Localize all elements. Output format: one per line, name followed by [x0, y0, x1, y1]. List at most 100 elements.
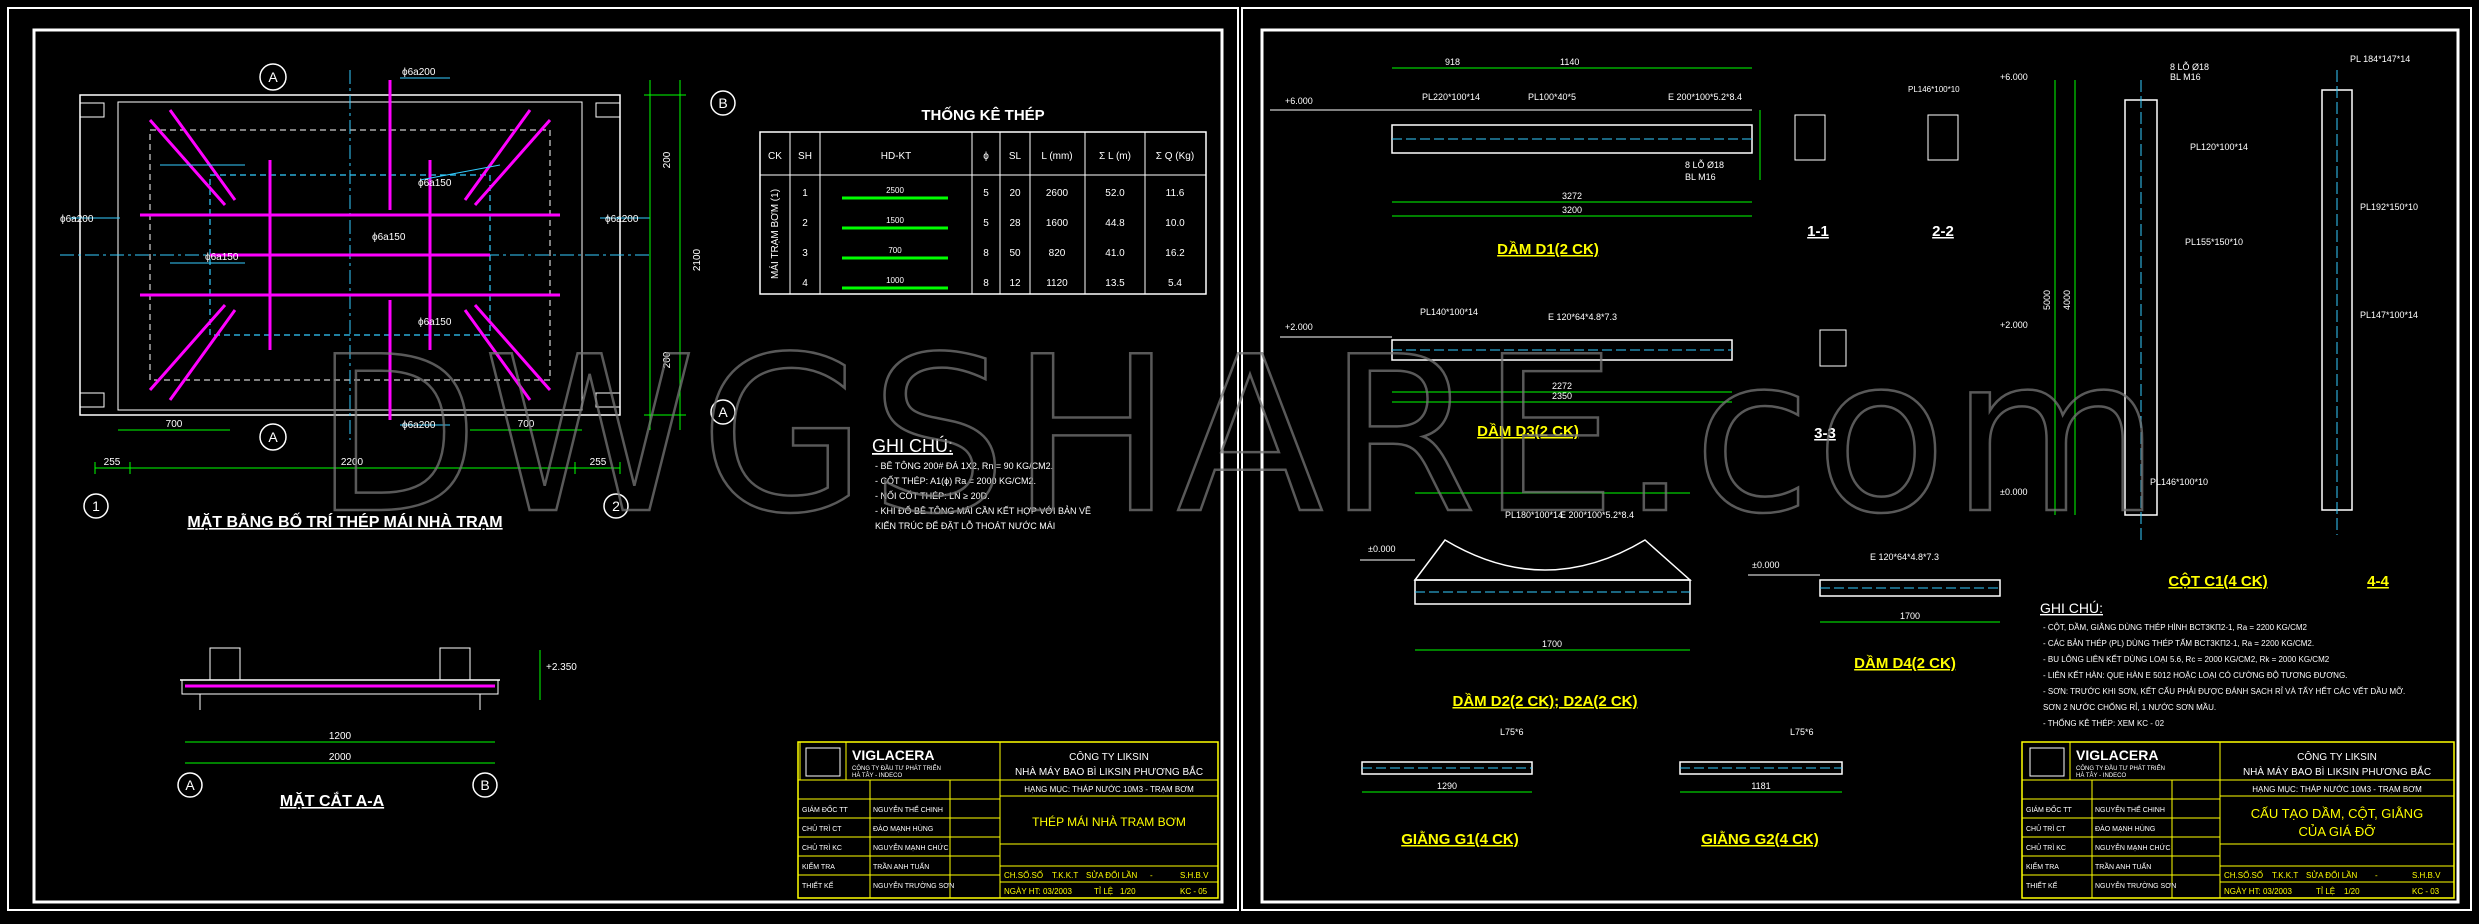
left-role: KIỂM TRA [802, 862, 835, 871]
right-role: CHỦ TRÌ KC [2026, 843, 2066, 852]
g1-dim-1290: 1290 [1437, 781, 1457, 791]
s44-label-pl147: PL147*100*14 [2360, 310, 2418, 320]
left-role: THIẾT KẾ [802, 880, 834, 890]
left-notes-title: GHI CHÚ: [872, 435, 953, 456]
brace-g2-title: GIẰNG G2(4 CK) [1701, 830, 1819, 848]
d2-label-pl180: PL180*100*14 [1505, 510, 1563, 520]
table-cell-sl: 50 [1009, 248, 1021, 259]
d3-dim-2350: 2350 [1552, 391, 1572, 401]
right-company: CÔNG TY LIKSIN [2297, 750, 2377, 763]
rebar-label: ϕ6a150 [418, 317, 452, 328]
left-sheet-inner-frame [32, 28, 1224, 904]
left-company: CÔNG TY LIKSIN [1069, 750, 1149, 763]
table-cell-sl_m: 13.5 [1105, 278, 1125, 289]
table-cell-sl_m: 52.0 [1105, 188, 1125, 199]
d4-elevation: ±0.000 [1752, 560, 1779, 570]
d2-label-e200: E 200*100*5.2*8.4 [1560, 510, 1634, 520]
grid-marker-2: 2 [612, 498, 620, 514]
d3-elevation: +2.000 [1285, 322, 1313, 332]
column-c1: 5000 4000 PL120*100*14 PL155*150*10 PL14… [2000, 61, 2268, 590]
d2-elevation: ±0.000 [1368, 544, 1395, 554]
section-marker-a-bottom: A [268, 429, 278, 445]
left-item: HẠNG MỤC: THÁP NƯỚC 10M3 - TRẠM BƠM [1024, 785, 1194, 794]
table-group-label: MÁI TRẠM BƠM (1) [768, 189, 781, 279]
left-role: GIÁM ĐỐC TT [802, 804, 848, 814]
beam-d3-title: DẦM D3(2 CK) [1477, 423, 1579, 440]
left-notes: GHI CHÚ: - BÊ TÔNG 200# ĐÁ 1X2, Rn = 90 … [872, 435, 1091, 531]
table-cell-hd: 2500 [886, 186, 904, 195]
left-brand-sub2: HÀ TÂY - INDECO [852, 772, 902, 779]
right-note-line: - BU LÔNG LIÊN KẾT DÙNG LOẠI 5.6, Rc = 2… [2043, 654, 2330, 664]
right-name: TRẦN ANH TUẤN [2095, 861, 2151, 871]
left-rev: SỬA ĐỔI LẦN [1086, 870, 1138, 880]
c1-label-holes: 8 LỖ Ø18 [2170, 61, 2209, 72]
d1-dim-1140: 1140 [1560, 57, 1579, 67]
right-note-line: - CỘT, DẦM, GIẰNG DÙNG THÉP HÌNH BCT3KП2… [2043, 622, 2308, 632]
beam-d3: 2272 2350 PL140*100*14 E 120*64*4.8*7.3 … [1280, 307, 1847, 442]
table-cell-sh: 2 [802, 218, 808, 229]
grid-marker-a: A [718, 404, 728, 420]
d3-dim-2272: 2272 [1552, 381, 1572, 391]
table-cell-l: 820 [1049, 248, 1066, 259]
c1-label-pl246: PL146*100*10 [2150, 477, 2208, 487]
right-note-line: - LIÊN KẾT HÀN: QUE HÀN E 5012 HOẶC LOẠI… [2043, 670, 2347, 680]
right-sheet-inner-frame [1260, 28, 2460, 904]
left-ch-label: CH.SỐ.SỐ [1004, 870, 1043, 880]
table-cell-q: 10.0 [1165, 218, 1185, 229]
table-cell-l: 1120 [1046, 278, 1068, 289]
right-note-line: - THỐNG KÊ THÉP: XEM KC - 02 [2043, 718, 2165, 728]
section-1-1-title: 1-1 [1807, 223, 1829, 240]
beam-d4-title: DẦM D4(2 CK) [1854, 655, 1956, 672]
right-name: NGUYỄN MẠNH CHỨC [2095, 843, 2171, 852]
right-name: NGUYỄN TRƯỜNG SƠN [2095, 881, 2176, 890]
right-sheet-outer-frame [1241, 7, 2472, 911]
right-brand: VIGLACERA [2076, 747, 2158, 763]
table-cell-sl: 28 [1009, 218, 1021, 229]
brace-g1-title: GIẰNG G1(4 CK) [1401, 830, 1519, 848]
left-shbv: S.H.B.V [1180, 871, 1209, 880]
dim-2100: 2100 [692, 248, 703, 271]
right-notes-title: GHI CHÚ: [2040, 600, 2103, 616]
dim-700-left: 700 [166, 419, 183, 430]
table-header-sum-q: Σ Q (Kg) [1156, 151, 1194, 162]
right-name: ĐÀO MẠNH HÙNG [2095, 824, 2155, 833]
beam-d1: 918 1140 3272 3200 PL220*100*14 PL100*40… [1270, 57, 1761, 258]
d1-label-e200: E 200*100*5.2*8.4 [1668, 92, 1742, 102]
c1-label-pl200: PL120*100*14 [2190, 142, 2248, 152]
section-marker-a-top: A [268, 69, 278, 85]
left-brand-sub1: CÔNG TY ĐẦU TƯ PHÁT TRIỂN [852, 765, 941, 772]
right-role: GIÁM ĐỐC TT [2026, 804, 2072, 814]
right-drawing-name-1: CẤU TẠO DẦM, CỘT, GIẰNG [2251, 806, 2423, 821]
left-name: ĐÀO MẠNH HÙNG [873, 824, 933, 833]
d4-label-e120: E 120*64*4.8*7.3 [1870, 552, 1939, 562]
s44-label-pl192: PL192*150*10 [2360, 202, 2418, 212]
section-3-3-title: 3-3 [1814, 425, 1836, 442]
beam-d2-title: DẦM D2(2 CK); D2A(2 CK) [1452, 693, 1637, 710]
d1-dim-3272: 3272 [1562, 191, 1582, 201]
c1-elevation-top: +6.000 [2000, 72, 2028, 82]
d4-dim-1700: 1700 [1900, 611, 1920, 621]
beam-d4: 1700 E 120*64*4.8*7.3 ±0.000 DẦM D4(2 CK… [1748, 552, 2001, 672]
rebar-label: ϕ6a150 [205, 252, 239, 263]
section-marker-a: A [185, 777, 195, 793]
c1-dim-5000: 5000 [2042, 290, 2052, 310]
right-rev-value: - [2375, 871, 2378, 880]
right-phase: T.K.K.T [2272, 871, 2298, 880]
left-sheet-outer-frame [7, 7, 1239, 911]
dim-2200: 2200 [341, 457, 364, 468]
right-project: NHÀ MÁY BAO BÌ LIKSIN PHƯƠNG BẮC [2243, 765, 2431, 778]
s44-label-plate: PL 184*147*14 [2350, 54, 2410, 64]
rebar-label: ϕ6a200 [60, 214, 94, 225]
beam-d2: 1700 E 200*100*5.2*8.4 PL180*100*14 ±0.0… [1360, 492, 1692, 710]
c1-elevation-mid: +2.000 [2000, 320, 2028, 330]
right-brand-sub1: CÔNG TY ĐẦU TƯ PHÁT TRIỂN [2076, 765, 2165, 772]
d1-dim-918: 918 [1445, 57, 1460, 67]
g2-dim-1181: 1181 [1751, 781, 1770, 791]
table-cell-sl: 20 [1009, 188, 1021, 199]
g1-label-l75: L75*6 [1500, 727, 1524, 737]
left-note-line: - BÊ TÔNG 200# ĐÁ 1X2, Rn = 90 KG/CM2. [875, 461, 1053, 471]
dim-200-bottom: 200 [662, 351, 673, 368]
